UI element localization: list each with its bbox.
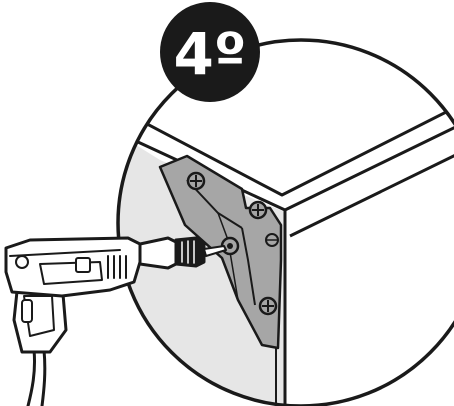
detail-magnifier xyxy=(100,40,454,406)
screw-icon xyxy=(188,173,204,189)
screw-icon xyxy=(250,202,266,218)
screw-icon xyxy=(260,298,276,314)
screw-icon xyxy=(266,234,278,246)
step-number: 4º xyxy=(173,20,246,88)
step-badge: 4º xyxy=(160,2,260,102)
